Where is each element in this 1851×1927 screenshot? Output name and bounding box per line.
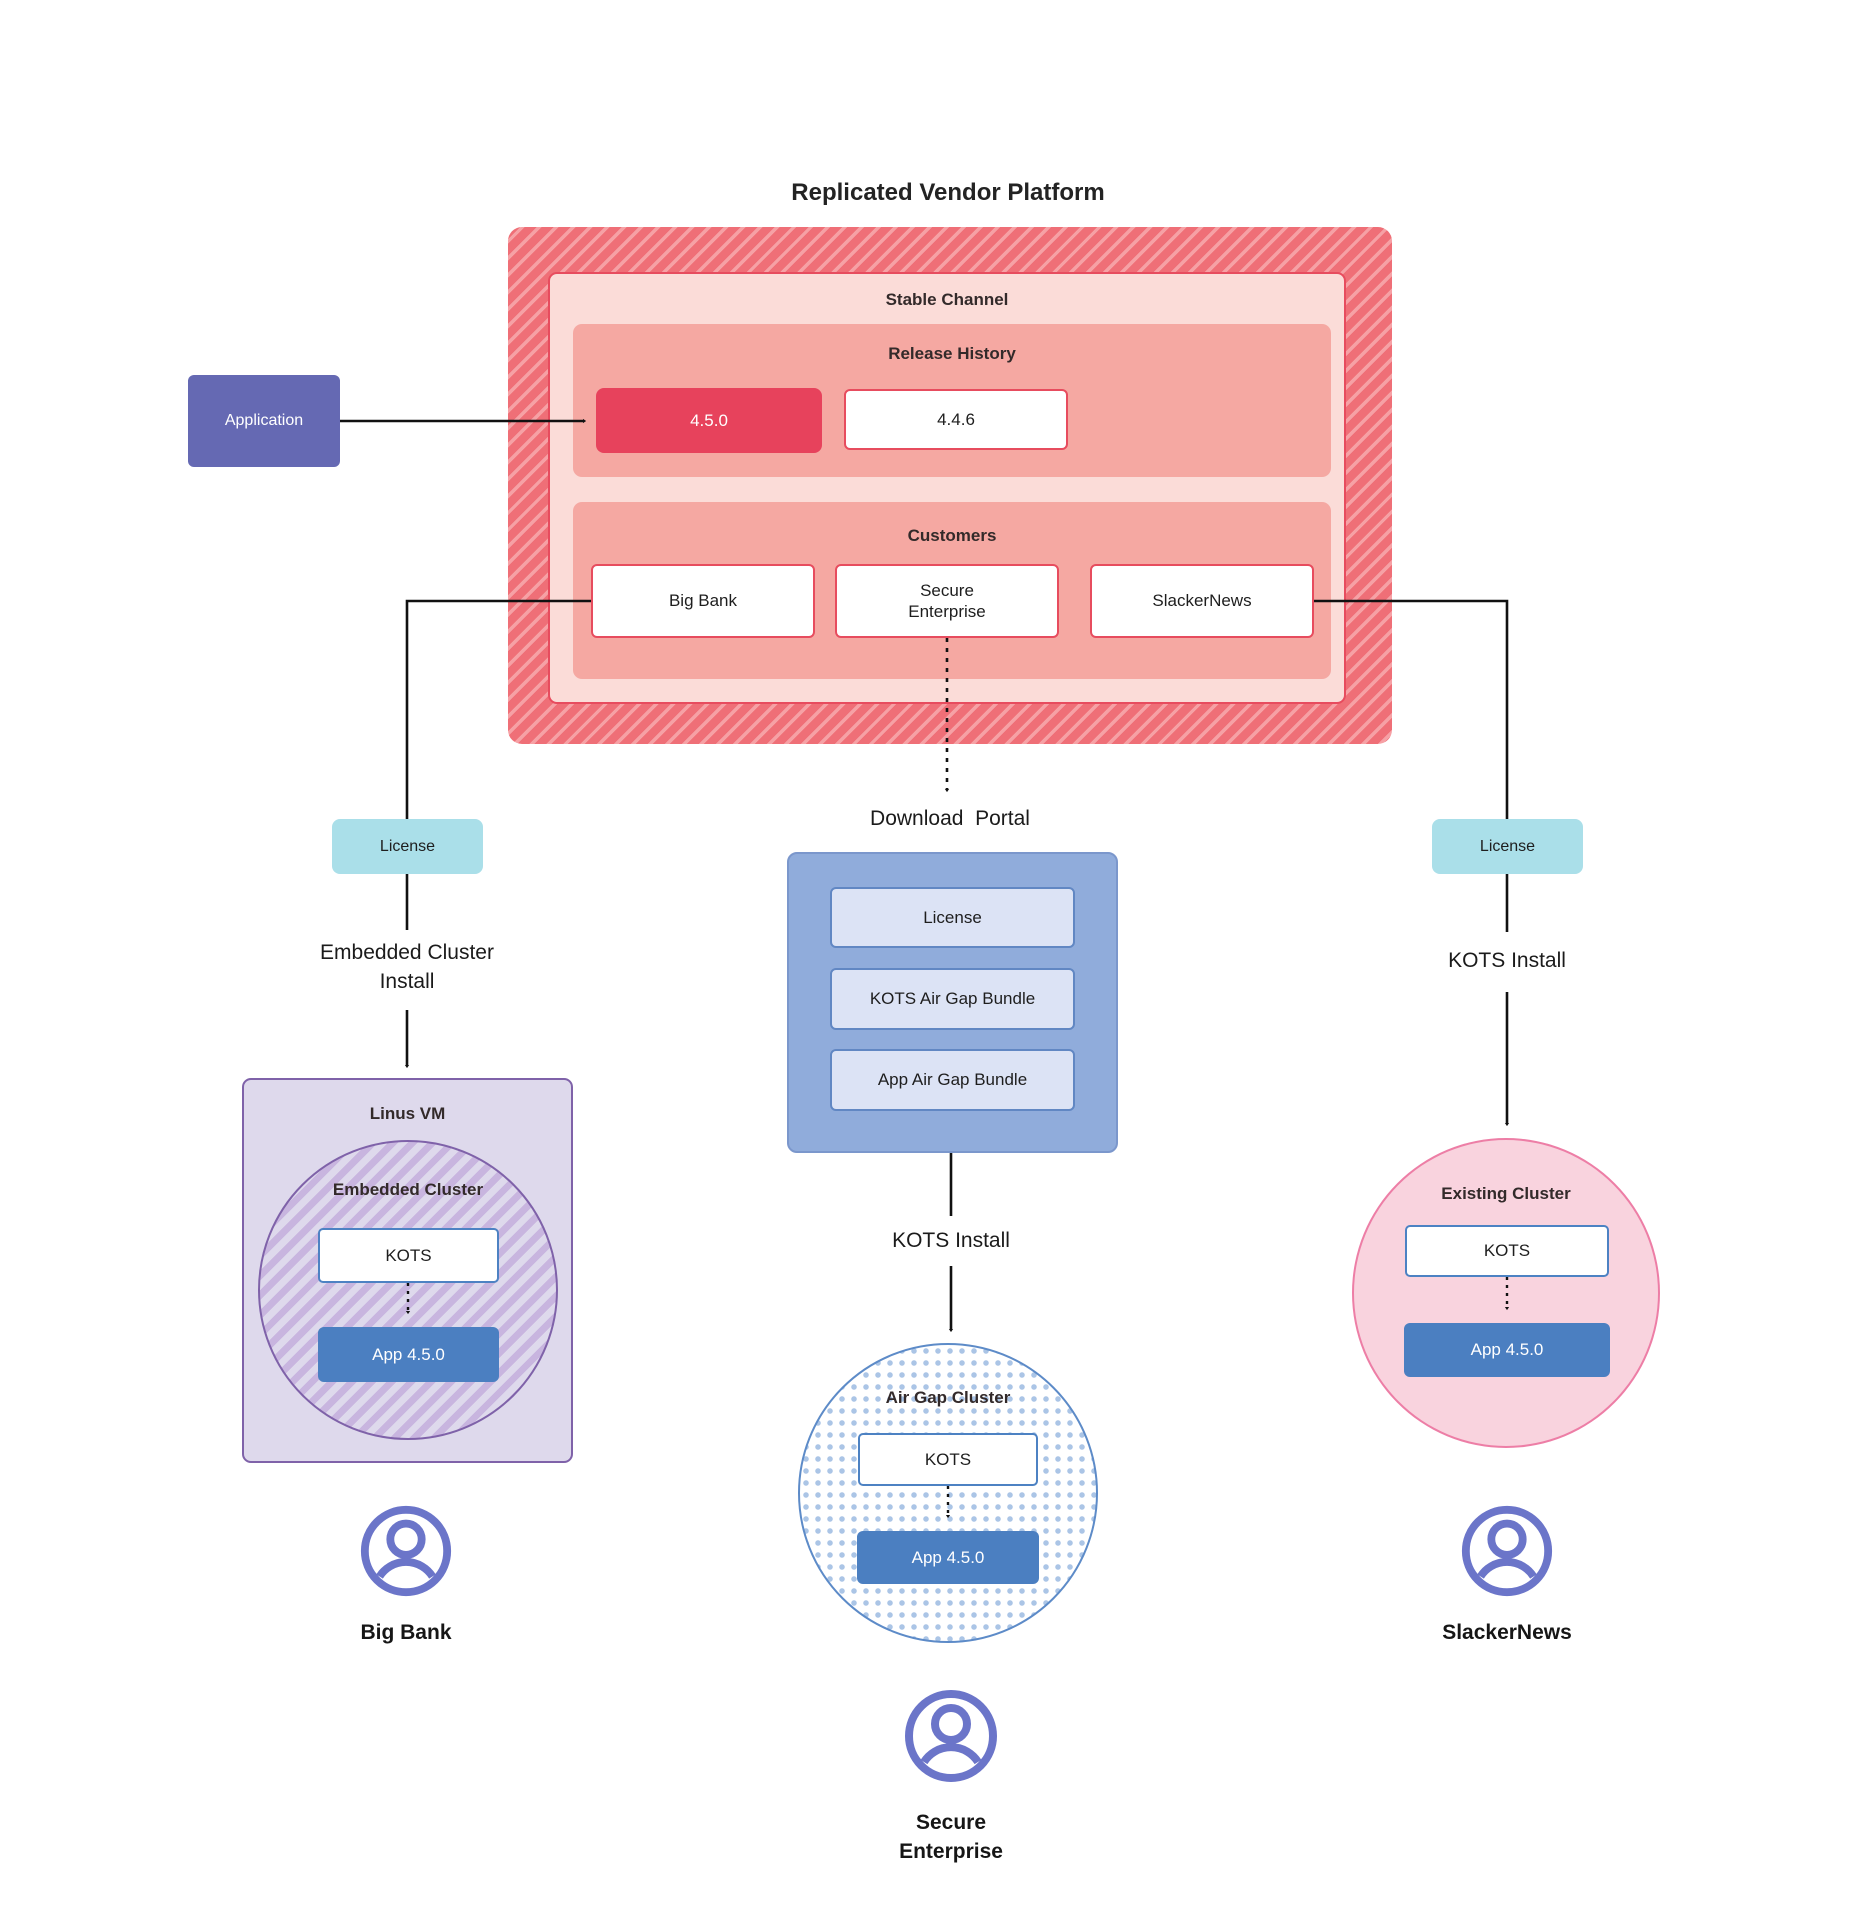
user-icon [905,1690,997,1782]
license-box-right: License [1432,819,1583,874]
customer-name: Big Bank [668,591,738,611]
portal-item-label: App Air Gap Bundle [877,1070,1028,1090]
kots-install-label-right: KOTS Install [1448,949,1566,972]
slackernews-user-label: SlackerNews [1442,1621,1572,1644]
application-box: Application [188,375,340,467]
app-label: App 4.5.0 [911,1547,985,1567]
kots-box-left: KOTS [318,1228,499,1283]
portal-item-label: KOTS Air Gap Bundle [869,989,1036,1009]
user-icon [1461,1505,1553,1597]
customer-name: SlackerNews [1152,591,1252,611]
license-label: License [379,837,436,855]
customer-big-bank: Big Bank [591,564,815,638]
customers-label: Customers [907,526,997,545]
portal-item-license: License [830,887,1075,948]
license-label: License [1479,837,1536,855]
portal-item-label: License [923,907,982,927]
app-label: App 4.5.0 [372,1344,445,1364]
download-portal-label: Download Portal [870,807,1030,830]
release-4-5-0: 4.5.0 [596,388,822,453]
release-version: 4.5.0 [690,410,728,430]
release-version: 4.4.6 [937,409,975,429]
app-box-right: App 4.5.0 [1404,1323,1610,1377]
secure-enterprise-user-icon [901,1686,1001,1786]
kots-label: KOTS [385,1245,432,1265]
kots-label: KOTS [1483,1241,1531,1261]
app-label: App 4.5.0 [1470,1340,1544,1360]
release-history-label: Release History [888,344,1016,363]
slackernews-user-icon [1458,1502,1556,1600]
customer-slackernews: SlackerNews [1090,564,1314,638]
license-box-left: License [332,819,483,874]
embedded-cluster-label: Embedded Cluster [332,1180,484,1199]
air-gap-cluster-label: Air Gap Cluster [885,1388,1011,1407]
big-bank-user-icon [357,1502,455,1600]
release-4-4-6: 4.4.6 [844,389,1068,450]
kots-label: KOTS [924,1449,972,1469]
big-bank-user-label: Big Bank [360,1621,452,1644]
kots-box-right: KOTS [1405,1225,1609,1277]
customer-name: Secure Enterprise [908,580,986,621]
stable-channel-label: Stable Channel [885,290,1009,309]
portal-item-kots-bundle: KOTS Air Gap Bundle [830,968,1075,1030]
app-box-left: App 4.5.0 [318,1327,499,1382]
linus-vm-label: Linus VM [369,1104,446,1123]
portal-item-app-bundle: App Air Gap Bundle [830,1049,1075,1111]
user-icon [360,1505,452,1597]
secure-enterprise-user-label: Secure Enterprise [899,1811,1003,1864]
app-box-center: App 4.5.0 [857,1531,1039,1584]
embedded-cluster-install-label: Embedded Cluster Install [320,941,494,994]
customer-secure-enterprise: Secure Enterprise [835,564,1059,638]
existing-cluster-label: Existing Cluster [1441,1184,1571,1203]
kots-box-center: KOTS [858,1433,1038,1486]
kots-install-label-center: KOTS Install [892,1229,1010,1252]
diagram-title: Replicated Vendor Platform [791,179,1105,206]
application-label: Application [224,412,304,429]
